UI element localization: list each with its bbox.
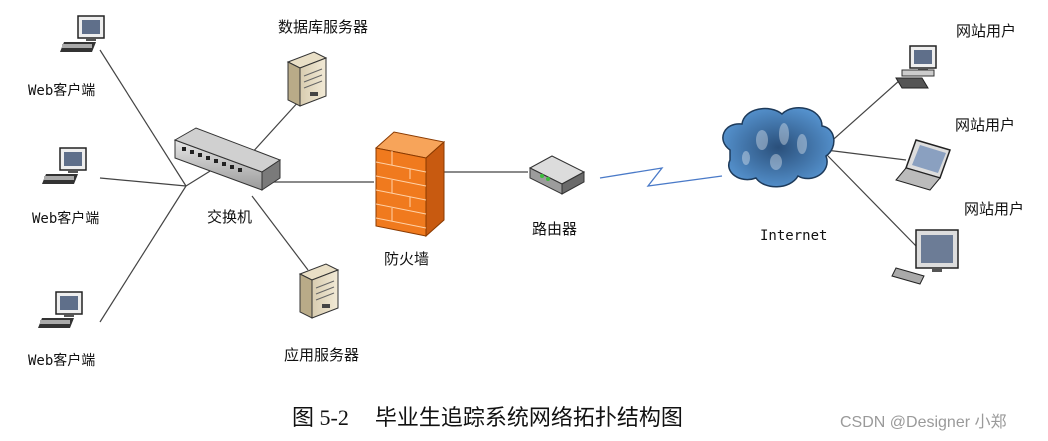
link-cloud-user3 [825,153,919,249]
web-user-label: 网站用户 [955,116,1016,134]
web-client-label: Web客户端 [28,83,96,99]
computer-icon [38,291,83,328]
link-client2-hub [99,177,187,187]
web-client-label: Web客户端 [28,353,96,369]
laptop-icon [895,139,951,191]
link-switch-appserver [251,195,309,271]
computer-icon [895,45,937,89]
watermark: CSDN @Designer 小郑 [840,414,1007,431]
computer-icon [60,15,105,52]
router-icon [528,155,586,195]
switch-label: 交换机 [207,208,253,226]
app-server-label: 应用服务器 [284,346,360,364]
firewall-icon [374,131,446,238]
firewall-label: 防火墙 [384,250,430,268]
web-user-label: 网站用户 [964,200,1025,218]
server-icon [286,51,328,107]
db-server-label: 数据库服务器 [278,18,369,36]
link-cloud-user2 [825,149,907,161]
link-client1-hub [99,49,187,187]
computer-icon [891,229,959,285]
link-client3-hub [99,185,187,323]
figure-caption: 图 5-2 毕业生追踪系统网络拓扑结构图 [292,400,683,432]
internet-label: Internet [760,228,828,244]
cloud-icon [722,107,835,188]
figure-title: 毕业生追踪系统网络拓扑结构图 [374,406,683,431]
wireless-link [599,167,723,187]
web-user-label: 网站用户 [956,22,1017,40]
router-label: 路由器 [532,220,578,238]
link-cloud-user1 [825,79,901,147]
connection-lines [99,49,919,323]
switch-icon [173,127,282,191]
figure-number: 图 5-2 [292,405,349,430]
computer-icon [42,147,87,184]
web-client-label: Web客户端 [32,211,100,227]
server-icon [298,263,340,319]
link-switch-dbserver [249,99,301,156]
